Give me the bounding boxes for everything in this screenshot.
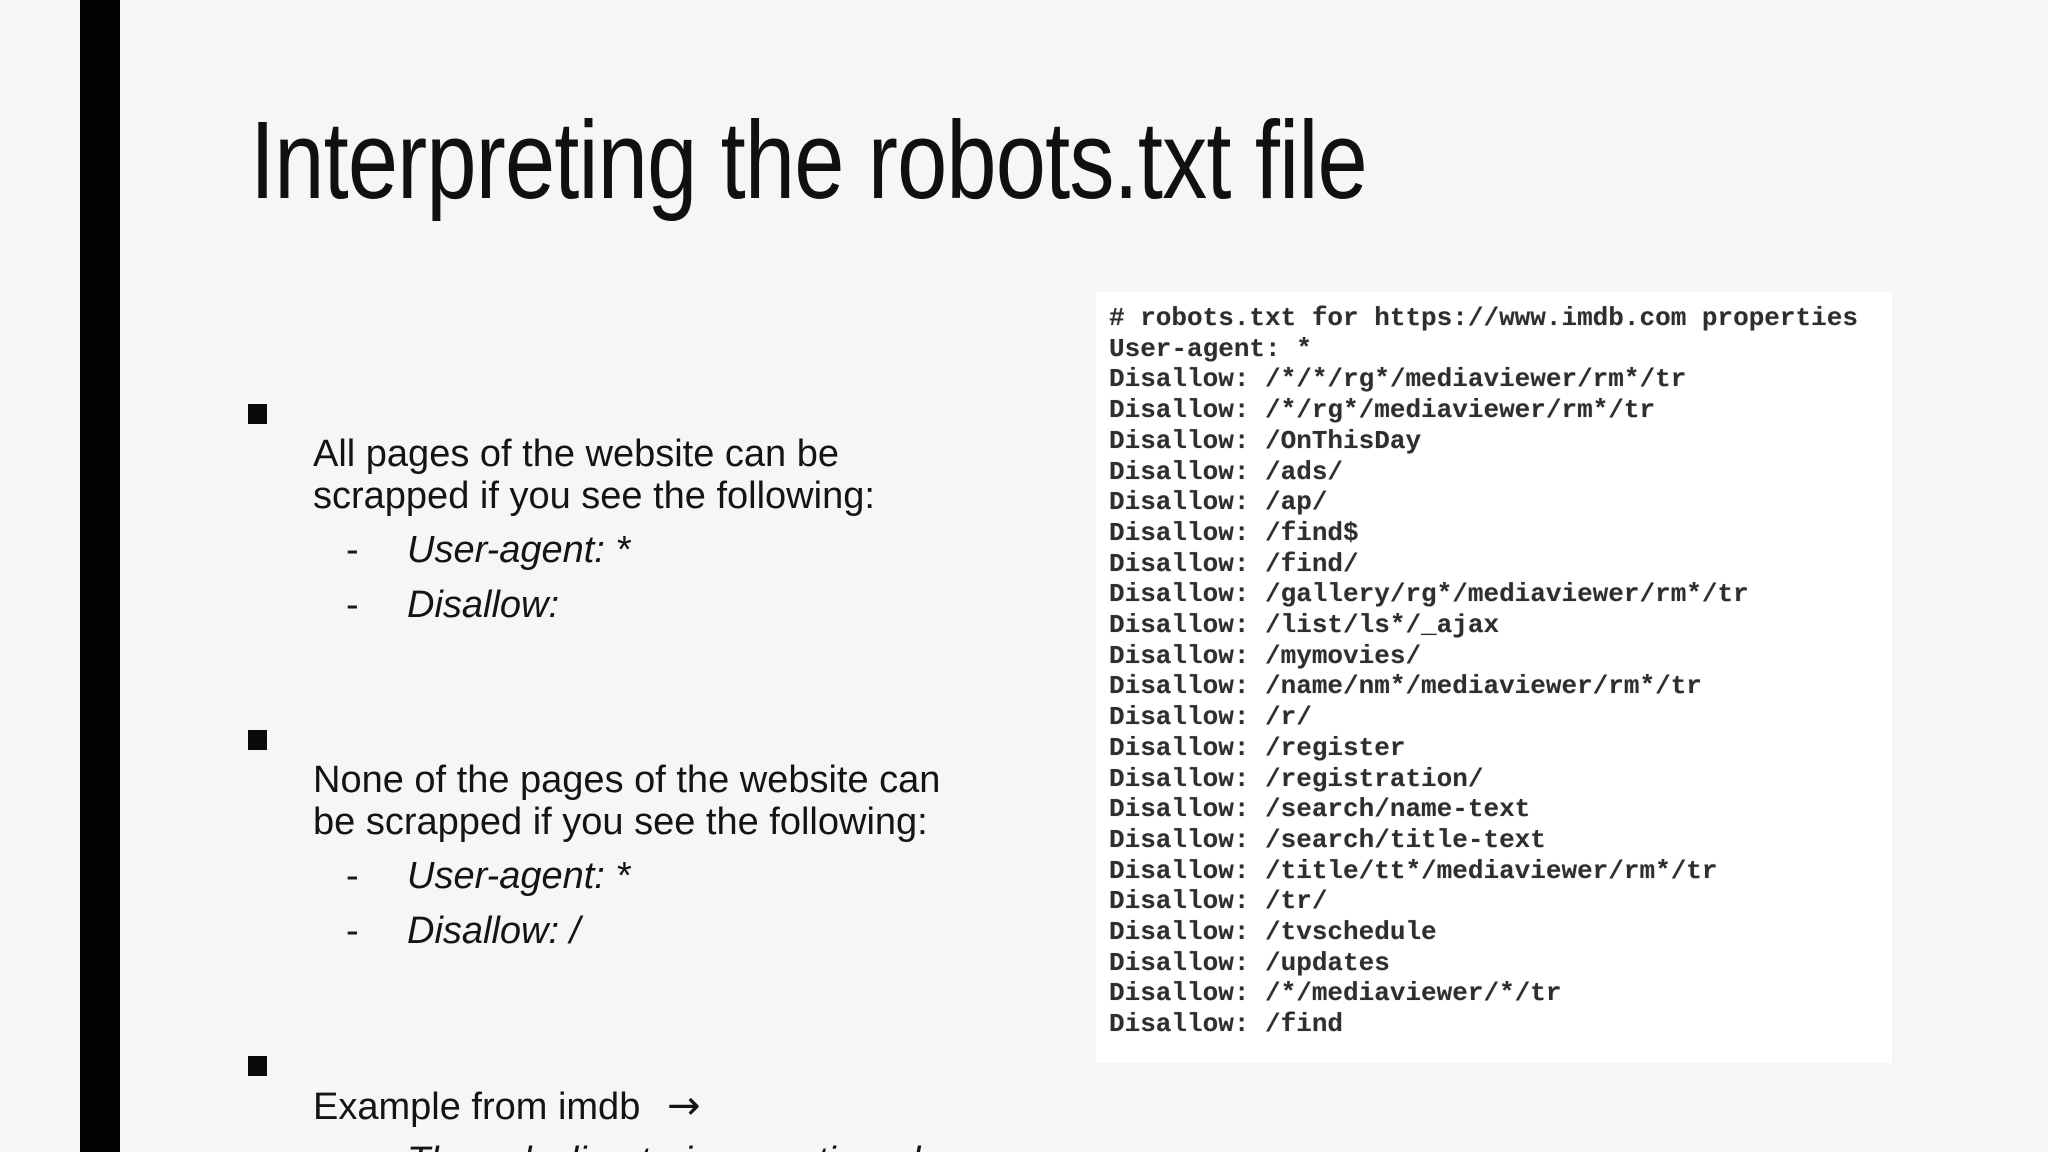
- sub-bullet-item: -The sub-directories mentioned here are …: [346, 1140, 927, 1152]
- bullet-marker-cell: [248, 391, 313, 693]
- dash-bullet-marker: -: [346, 584, 359, 626]
- square-bullet-icon: [248, 730, 267, 750]
- robots-txt-panel: # robots.txt for https://www.imdb.com pr…: [1096, 292, 1892, 1063]
- dash-bullet-marker: -: [346, 855, 359, 897]
- bullet-text: Example from imdb → -The sub-directories…: [313, 1043, 927, 1152]
- sub-bullet-text: User-agent: *: [407, 529, 631, 571]
- arrow-right-icon: →: [654, 1083, 701, 1129]
- sub-bullet-text: Disallow:: [407, 584, 560, 626]
- bullet-marker-cell: [248, 717, 313, 1019]
- bullet-text-content: All pages of the website can be scrapped…: [313, 433, 875, 517]
- sub-bullet-group: -The sub-directories mentioned here are …: [313, 1140, 927, 1152]
- sub-bullet-group: - User-agent: * - Disallow: /: [313, 855, 940, 952]
- bullet-text: All pages of the website can be scrapped…: [313, 391, 875, 681]
- bullet-item: None of the pages of the website can be …: [248, 717, 1058, 1019]
- bullet-marker-cell: [248, 1043, 313, 1152]
- sub-bullet-group: - User-agent: * - Disallow:: [313, 529, 875, 626]
- sub-bullet-text: Disallow: /: [407, 910, 581, 952]
- bullet-item: All pages of the website can be scrapped…: [248, 391, 1058, 693]
- dash-bullet-marker: -: [346, 1140, 407, 1152]
- dash-bullet-marker: -: [346, 910, 359, 952]
- bullet-text-content: None of the pages of the website can be …: [313, 759, 941, 843]
- bullet-main-row: Example from imdb → -The sub-directories…: [248, 1043, 1058, 1152]
- sub-bullet-item: - User-agent: *: [346, 855, 940, 897]
- sub-bullet-item: - Disallow:: [346, 584, 875, 626]
- square-bullet-icon: [248, 1056, 267, 1076]
- bullet-main-row: All pages of the website can be scrapped…: [248, 391, 1058, 693]
- page-title: Interpreting the robots.txt file: [250, 106, 1612, 216]
- sub-bullet-item: - User-agent: *: [346, 529, 875, 571]
- bullet-list: All pages of the website can be scrapped…: [248, 391, 1058, 1152]
- robots-code: # robots.txt for https://www.imdb.com pr…: [1109, 303, 1858, 1040]
- bullet-item: Example from imdb → -The sub-directories…: [248, 1043, 1058, 1152]
- sub-bullet-text: User-agent: *: [407, 855, 631, 897]
- slide-accent-bar: [80, 0, 120, 1152]
- sub-bullet-text: The sub-directories mentioned here are d…: [407, 1140, 927, 1152]
- bullet-text: None of the pages of the website can be …: [313, 717, 940, 1007]
- dash-bullet-marker: -: [346, 529, 359, 571]
- bullet-text-content: Example from imdb: [313, 1086, 641, 1128]
- sub-bullet-item: - Disallow: /: [346, 910, 940, 952]
- square-bullet-icon: [248, 404, 267, 424]
- bullet-main-row: None of the pages of the website can be …: [248, 717, 1058, 1019]
- page-title-text: Interpreting the robots.txt file: [250, 99, 1368, 222]
